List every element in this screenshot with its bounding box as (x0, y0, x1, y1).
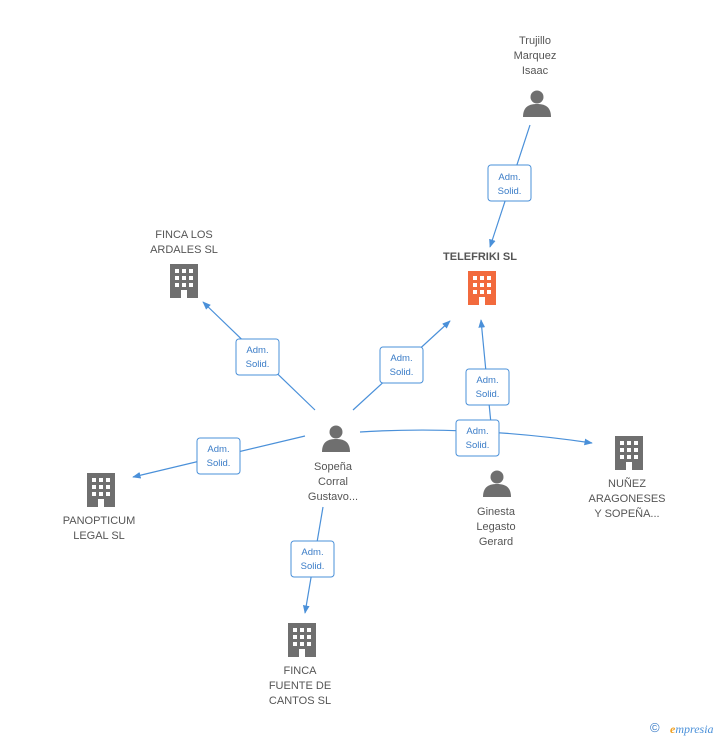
node-nunez[interactable]: NUÑEZ ARAGONESES Y SOPEÑA... (588, 436, 666, 520)
node-label-line: PANOPTICUM (63, 515, 136, 527)
badge-line-1: Adm. (390, 353, 412, 364)
node-panopticum[interactable]: PANOPTICUM LEGAL SL (63, 473, 136, 542)
edge-badge[interactable]: Adm. Solid. (290, 540, 335, 578)
edge-badge[interactable]: Adm. Solid. (379, 346, 424, 384)
building-icon (87, 473, 115, 507)
building-icon (170, 264, 198, 298)
building-icon (468, 271, 496, 305)
badge-line-2: Solid. (498, 186, 522, 197)
node-label-line: Gustavo... (308, 491, 358, 503)
badge-line-1: Adm. (498, 172, 520, 183)
node-finca-fuente[interactable]: FINCA FUENTE DE CANTOS SL (269, 623, 331, 707)
node-label-line: Isaac (522, 65, 549, 77)
building-icon (288, 623, 316, 657)
node-label-line: Marquez (514, 50, 557, 62)
node-telefriki[interactable]: TELEFRIKI SL (443, 251, 517, 305)
node-label-line: Y SOPEÑA... (594, 507, 659, 520)
node-label-line: LEGAL SL (73, 530, 125, 542)
badge-line-2: Solid. (476, 389, 500, 400)
node-label-line: FUENTE DE (269, 680, 331, 692)
node-ginesta[interactable]: Ginesta Legasto Gerard (476, 470, 516, 549)
node-label-line: Ginesta (477, 506, 516, 518)
node-label-line: Trujillo (519, 35, 551, 47)
node-label-line: Sopeña (314, 461, 353, 473)
person-icon (483, 470, 511, 497)
node-label-line: ARDALES SL (150, 244, 218, 256)
node-label-line: FINCA LOS (155, 229, 212, 241)
badge-line-1: Adm. (476, 375, 498, 386)
badge-line-2: Solid. (390, 367, 414, 378)
node-label-line: ARAGONESES (588, 493, 665, 505)
node-trujillo[interactable]: Trujillo Marquez Isaac (514, 35, 557, 117)
badge-line-2: Solid. (466, 440, 490, 451)
edge-badge[interactable]: Adm. Solid. (465, 368, 510, 406)
node-label-line: Gerard (479, 536, 513, 548)
node-finca-ardales[interactable]: FINCA LOS ARDALES SL (150, 229, 218, 298)
node-label-line: TELEFRIKI SL (443, 251, 517, 263)
node-label-line: FINCA (284, 665, 318, 677)
edge-badge[interactable]: Adm. Solid. (487, 164, 532, 202)
badge-line-2: Solid. (207, 458, 231, 469)
person-icon (523, 90, 551, 117)
badge-line-2: Solid. (301, 561, 325, 572)
empresia-logo[interactable]: empresia (670, 722, 714, 737)
edge-badge[interactable]: Adm. Solid. (196, 437, 241, 475)
node-label-line: CANTOS SL (269, 695, 331, 707)
badge-line-1: Adm. (301, 547, 323, 558)
copyright-symbol: © (650, 720, 660, 735)
node-label-line: Legasto (476, 521, 515, 533)
building-icon (615, 436, 643, 470)
person-icon (322, 425, 350, 452)
badge-line-1: Adm. (207, 444, 229, 455)
logo-e: e (670, 722, 676, 736)
edge-badge[interactable]: Adm. Solid. (235, 338, 280, 376)
logo-text: mpresia (675, 722, 714, 736)
badge-line-2: Solid. (246, 359, 270, 370)
badge-line-1: Adm. (246, 345, 268, 356)
node-label-line: NUÑEZ (608, 477, 646, 490)
node-label-line: Corral (318, 476, 348, 488)
badge-line-1: Adm. (466, 426, 488, 437)
node-sopena[interactable]: Sopeña Corral Gustavo... (308, 425, 358, 504)
edge-badge[interactable]: Adm. Solid. (455, 419, 500, 457)
